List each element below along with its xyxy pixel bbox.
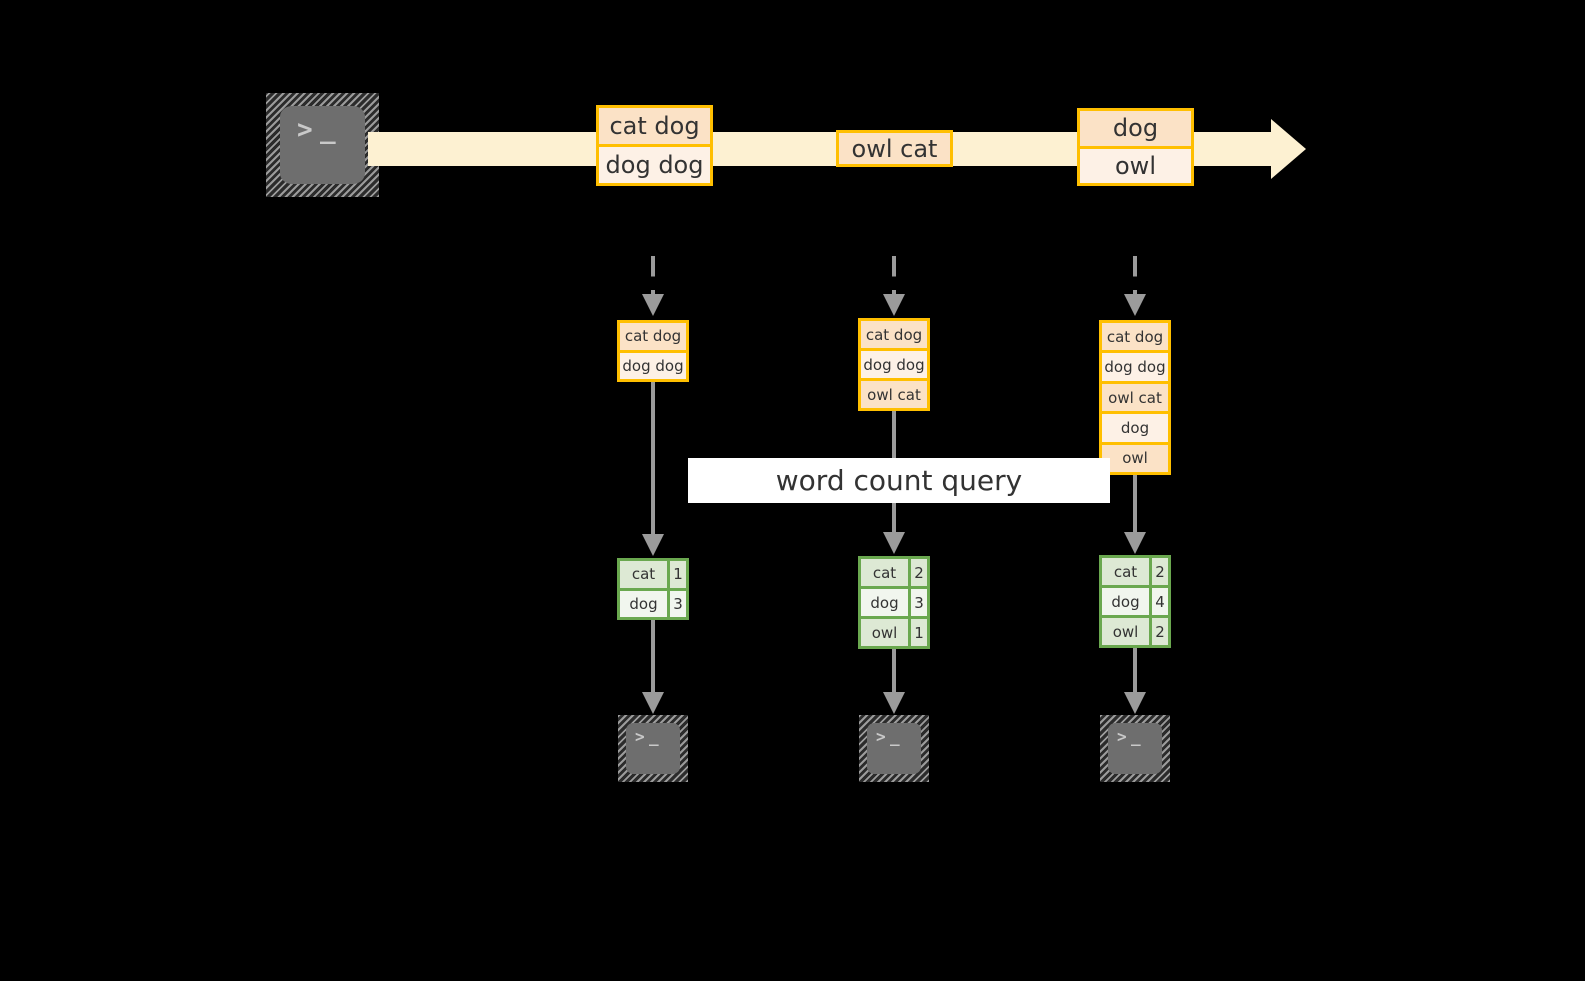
buffer-line: dog dog xyxy=(1102,350,1168,381)
buffer-box-3: cat dog dog dog owl cat dog owl xyxy=(1099,320,1171,475)
buffer-box-1: cat dog dog dog xyxy=(617,320,689,382)
ingest-arrow-head-1 xyxy=(642,294,664,316)
ingest-arrow-line-1 xyxy=(651,256,655,300)
result-word: owl xyxy=(861,619,908,646)
sink-terminal-icon-2: > _ xyxy=(859,715,929,782)
sink-arrow-line-2 xyxy=(892,649,896,695)
terminal-screen xyxy=(626,723,680,774)
sink-terminal-icon-3: > _ xyxy=(1100,715,1170,782)
result-count: 3 xyxy=(667,590,686,617)
query-arrow-head-2 xyxy=(883,532,905,554)
terminal-prompt-glyph: > xyxy=(635,727,645,746)
result-word: cat xyxy=(861,559,908,586)
sink-arrow-head-1 xyxy=(642,692,664,714)
stream-record-1: cat dog dog dog xyxy=(596,105,713,186)
buffer-line: cat dog xyxy=(1102,323,1168,351)
buffer-box-2: cat dog dog dog owl cat xyxy=(858,318,930,411)
result-table-1: cat 1 dog 3 xyxy=(617,558,689,620)
record-line: dog dog xyxy=(599,144,710,183)
terminal-cursor-glyph: _ xyxy=(890,727,900,746)
table-row: cat 2 xyxy=(861,559,927,586)
ingest-arrow-head-2 xyxy=(883,294,905,316)
result-word: owl xyxy=(1102,618,1149,645)
sink-arrow-line-1 xyxy=(651,620,655,695)
stream-record-3: dog owl xyxy=(1077,108,1194,186)
stream-arrow-head xyxy=(1271,119,1306,179)
buffer-line: owl xyxy=(1102,441,1168,473)
record-line: owl xyxy=(1080,145,1191,183)
source-terminal-icon: > _ xyxy=(266,93,379,197)
table-row: dog 3 xyxy=(861,586,927,616)
result-word: cat xyxy=(1102,558,1149,585)
table-row: dog 4 xyxy=(1102,585,1168,615)
record-line: owl cat xyxy=(839,133,950,164)
query-arrow-line-3 xyxy=(1133,475,1137,537)
query-arrow-line-1 xyxy=(651,382,655,538)
query-label: word count query xyxy=(688,458,1110,503)
terminal-screen xyxy=(1108,723,1162,774)
table-row: cat 2 xyxy=(1102,558,1168,585)
record-line: cat dog xyxy=(599,108,710,144)
result-word: cat xyxy=(620,561,667,588)
result-count: 4 xyxy=(1149,588,1168,615)
buffer-line: cat dog xyxy=(861,321,927,348)
buffer-line: owl cat xyxy=(861,378,927,408)
buffer-line: cat dog xyxy=(620,323,686,350)
result-table-3: cat 2 dog 4 owl 2 xyxy=(1099,555,1171,648)
result-count: 1 xyxy=(908,619,927,646)
query-arrow-head-1 xyxy=(642,534,664,556)
table-row: owl 2 xyxy=(1102,615,1168,645)
query-arrow-head-3 xyxy=(1124,532,1146,554)
result-word: dog xyxy=(620,590,667,617)
table-row: owl 1 xyxy=(861,616,927,646)
terminal-cursor-glyph: _ xyxy=(649,727,659,746)
terminal-prompt-glyph: > xyxy=(876,727,886,746)
stream-record-2: owl cat xyxy=(836,130,953,167)
terminal-screen xyxy=(867,723,921,774)
terminal-cursor-glyph: _ xyxy=(320,115,336,145)
result-count: 1 xyxy=(667,561,686,588)
sink-arrow-head-2 xyxy=(883,692,905,714)
buffer-line: dog xyxy=(1102,411,1168,442)
sink-arrow-head-3 xyxy=(1124,692,1146,714)
sink-terminal-icon-1: > _ xyxy=(618,715,688,782)
ingest-arrow-line-3 xyxy=(1133,256,1137,300)
terminal-prompt-glyph: > xyxy=(1117,727,1127,746)
ingest-arrow-head-3 xyxy=(1124,294,1146,316)
result-count: 2 xyxy=(1149,558,1168,585)
table-row: cat 1 xyxy=(620,561,686,588)
terminal-screen xyxy=(280,106,365,184)
sink-arrow-line-3 xyxy=(1133,648,1137,695)
record-line: dog xyxy=(1080,111,1191,146)
result-word: dog xyxy=(1102,588,1149,615)
terminal-prompt-glyph: > xyxy=(297,115,313,145)
buffer-line: owl cat xyxy=(1102,380,1168,412)
result-count: 2 xyxy=(908,559,927,586)
result-count: 3 xyxy=(908,589,927,616)
result-table-2: cat 2 dog 3 owl 1 xyxy=(858,556,930,649)
buffer-line: dog dog xyxy=(620,349,686,379)
result-count: 2 xyxy=(1149,618,1168,645)
result-word: dog xyxy=(861,589,908,616)
buffer-line: dog dog xyxy=(861,348,927,378)
terminal-cursor-glyph: _ xyxy=(1131,727,1141,746)
ingest-arrow-line-2 xyxy=(892,256,896,300)
table-row: dog 3 xyxy=(620,587,686,617)
